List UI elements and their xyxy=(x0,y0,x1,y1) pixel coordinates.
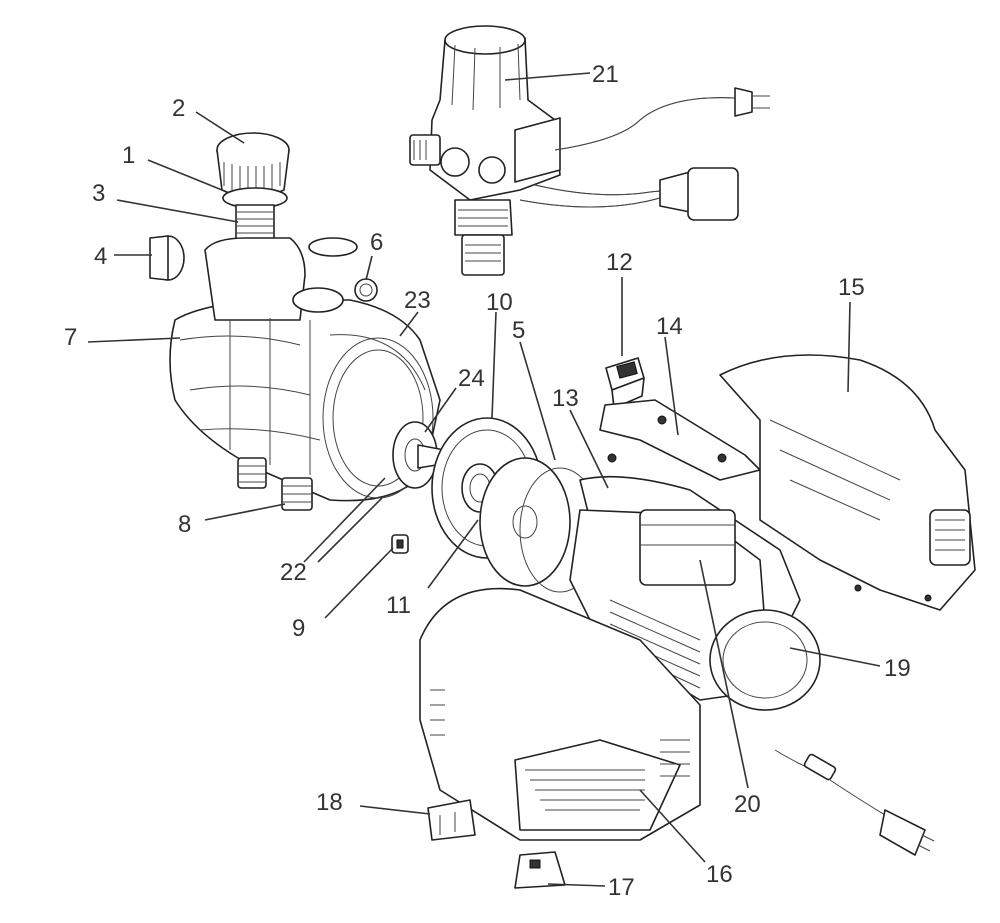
callout-4: 4 xyxy=(94,243,107,270)
part-15-top-shell xyxy=(719,354,976,611)
part-19-motor-cover xyxy=(709,609,821,711)
callout-9: 9 xyxy=(292,615,305,642)
callout-labels: 2 1 3 4 6 7 23 8 22 9 10 11 5 24 13 12 1… xyxy=(64,61,911,901)
callout-13: 13 xyxy=(552,385,579,412)
power-cord xyxy=(774,749,935,856)
leader-lines xyxy=(87,72,881,887)
callout-16: 16 xyxy=(706,861,733,888)
part-11-flange xyxy=(479,457,571,587)
callout-3: 3 xyxy=(92,180,105,207)
callout-12: 12 xyxy=(606,249,633,276)
callout-15: 15 xyxy=(838,274,865,301)
callout-23: 23 xyxy=(404,287,431,314)
part-16-base-shell xyxy=(419,587,701,841)
callout-7: 7 xyxy=(64,324,77,351)
callout-6: 6 xyxy=(370,229,383,256)
callout-14: 14 xyxy=(656,313,683,340)
part-7-pump-housing xyxy=(169,237,441,502)
part-17-foot xyxy=(514,851,566,889)
callout-2: 2 xyxy=(172,95,185,122)
part-9-clip xyxy=(391,534,409,554)
callout-22: 22 xyxy=(280,559,307,586)
part-18-foot xyxy=(427,799,476,841)
callout-5: 5 xyxy=(512,317,525,344)
part-12-switch xyxy=(605,357,645,409)
callout-24: 24 xyxy=(458,365,485,392)
part-4-plug xyxy=(149,235,185,281)
part-6-drain-screw xyxy=(308,237,378,302)
callout-1: 1 xyxy=(122,142,135,169)
part-14-handle xyxy=(599,399,761,481)
callout-17: 17 xyxy=(608,874,635,901)
part-8-connectors xyxy=(237,457,313,511)
callout-8: 8 xyxy=(178,511,191,538)
part-23-seal-ring xyxy=(329,334,426,391)
callout-10: 10 xyxy=(486,289,513,316)
callout-18: 18 xyxy=(316,789,343,816)
callout-19: 19 xyxy=(884,655,911,682)
part-21-pressure-controller xyxy=(409,25,770,276)
part-2-filter-cap xyxy=(216,132,290,199)
callout-21: 21 xyxy=(592,61,619,88)
callout-11: 11 xyxy=(386,592,411,619)
callout-20: 20 xyxy=(734,791,761,818)
